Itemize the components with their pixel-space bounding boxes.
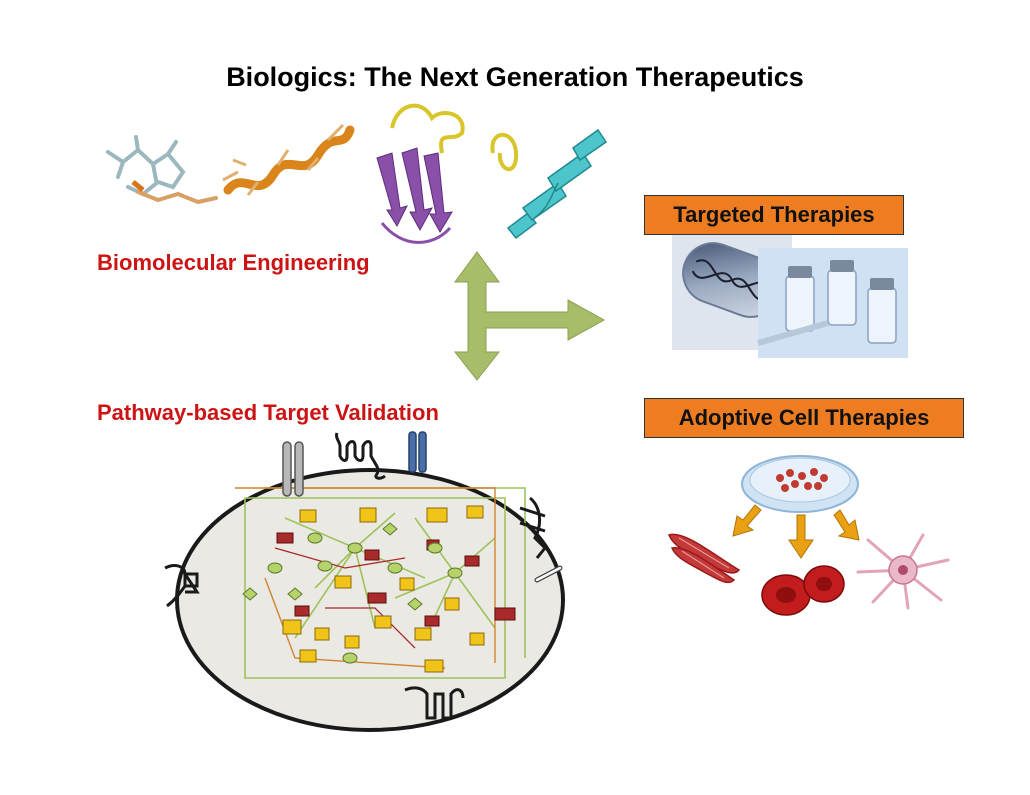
adoptive-cell-therapies-box: Adoptive Cell Therapies: [644, 398, 964, 438]
beta-sheet-protein-icon: [376, 103, 465, 244]
peptide-structure-icon: [106, 135, 218, 205]
targeted-therapies-box: Targeted Therapies: [644, 195, 904, 235]
dna-capsule-icon: [672, 235, 792, 350]
pathway-target-validation-label: Pathway-based Target Validation: [97, 400, 439, 425]
arrow-icon: [453, 251, 606, 381]
helix-structure-icon: [222, 123, 355, 196]
alpha-helix-icon: [490, 128, 608, 240]
pathway-network-icon: [164, 431, 565, 732]
vials-icon: [757, 248, 908, 358]
page-title: Biologics: The Next Generation Therapeut…: [226, 62, 804, 92]
muscle-cells-icon: [668, 533, 741, 584]
petri-dish-icon: [741, 455, 859, 513]
orange-arrows-icon: [732, 504, 860, 559]
neuron-cell-icon: [856, 533, 950, 610]
red-blood-cells-icon: [761, 565, 845, 616]
biomolecular-engineering-label: Biomolecular Engineering: [97, 250, 370, 275]
